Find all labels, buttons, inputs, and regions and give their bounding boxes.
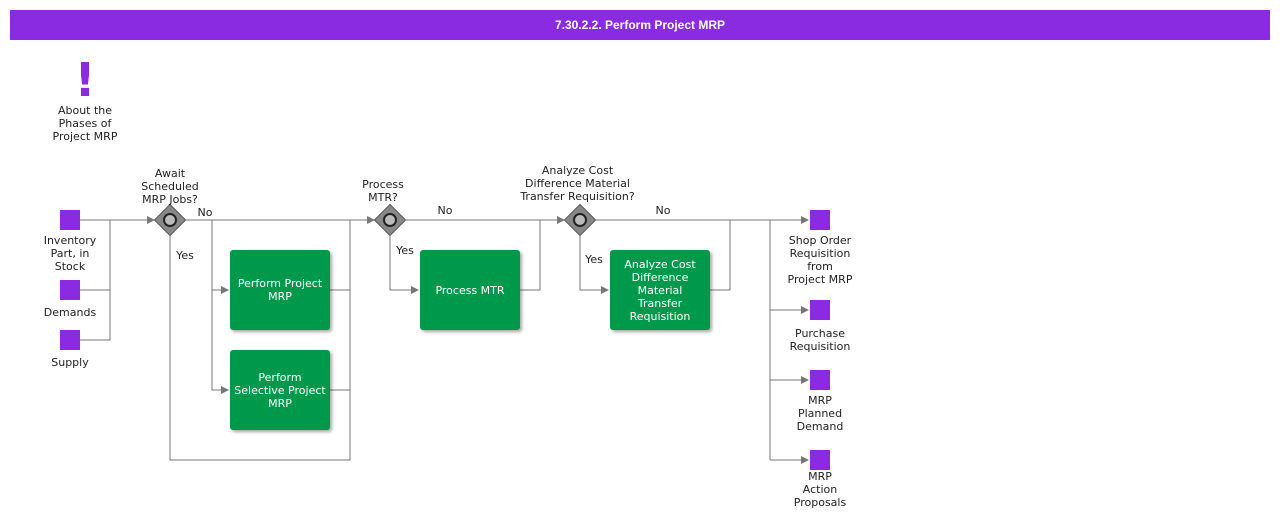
gateway-analyze-no: No xyxy=(655,204,671,217)
input-demands-label: Demands xyxy=(43,306,97,319)
task-process-mtr[interactable]: Process MTR xyxy=(420,250,520,330)
input-inventory-part-icon[interactable] xyxy=(60,210,80,230)
output-shop-order-label: Shop Order Requisition from Project MRP xyxy=(787,234,853,286)
gateway-await-question: Await Scheduled MRP Jobs? xyxy=(141,167,199,206)
output-shop-order-icon[interactable] xyxy=(810,210,830,230)
gateway-analyze-cost xyxy=(563,203,597,237)
gateway-analyze-question: Analyze Cost Difference Material Transfe… xyxy=(520,164,635,203)
input-demands-icon[interactable] xyxy=(60,280,80,300)
output-mrp-action-proposals-icon[interactable] xyxy=(810,450,830,470)
task-analyze-cost-difference[interactable]: Analyze Cost Difference Material Transfe… xyxy=(610,250,710,330)
gateway-await-scheduled xyxy=(153,203,187,237)
exclamation-icon: ! xyxy=(74,53,96,107)
diagram-title: 7.30.2.2. Perform Project MRP xyxy=(10,10,1270,40)
output-purchase-requisition-label: Purchase Requisition xyxy=(789,327,851,353)
output-mrp-planned-demand-icon[interactable] xyxy=(810,370,830,390)
gateway-mtr-question: Process MTR? xyxy=(362,178,404,204)
task-perform-project-mrp[interactable]: Perform Project MRP xyxy=(230,250,330,330)
gateway-await-yes: Yes xyxy=(176,249,194,262)
gateway-await-no: No xyxy=(197,206,213,219)
gateway-mtr-no: No xyxy=(437,204,453,217)
output-mrp-action-proposals-label: MRP Action Proposals xyxy=(793,470,847,509)
note-label[interactable]: About the Phases of Project MRP xyxy=(52,104,118,143)
output-purchase-requisition-icon[interactable] xyxy=(810,300,830,320)
gateway-analyze-yes: Yes xyxy=(585,253,603,266)
input-supply-icon[interactable] xyxy=(60,330,80,350)
gateway-process-mtr xyxy=(373,203,407,237)
gateway-mtr-yes: Yes xyxy=(396,244,414,257)
output-mrp-planned-demand-label: MRP Planned Demand xyxy=(796,394,844,433)
input-inventory-part-label: Inventory Part, in Stock xyxy=(43,234,97,273)
input-supply-label: Supply xyxy=(51,356,89,369)
task-perform-selective-project-mrp[interactable]: Perform Selective Project MRP xyxy=(230,350,330,430)
